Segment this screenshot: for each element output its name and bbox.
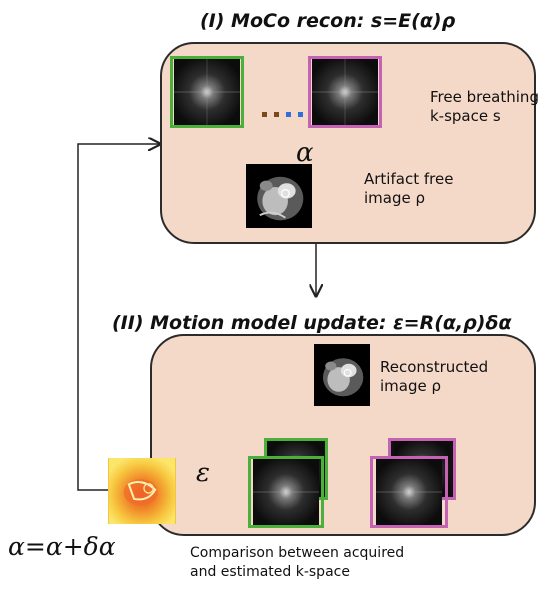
kspace-icon bbox=[174, 59, 240, 125]
image-label-line2: image ρ bbox=[364, 189, 426, 207]
reconstructed-image bbox=[314, 344, 370, 406]
feedback-loop-arrow bbox=[77, 144, 160, 491]
comparison-label: Comparison between acquired and estimate… bbox=[190, 544, 404, 582]
alpha-symbol: α bbox=[296, 138, 314, 168]
kspace-label-line1: Free breathing bbox=[430, 88, 539, 106]
mri-heart-icon bbox=[314, 347, 370, 403]
recon-label-line1: Reconstructed bbox=[380, 358, 489, 376]
artifact-free-image bbox=[246, 164, 312, 228]
image-label: Artifact free image ρ bbox=[364, 170, 453, 208]
comparison-line1: Comparison between acquired bbox=[190, 545, 405, 561]
stage2-title: (II) Motion model update: ε=R(α,ρ)δα bbox=[112, 312, 512, 334]
motion-field-map bbox=[108, 458, 176, 524]
recon-label-line2: image ρ bbox=[380, 377, 442, 395]
update-equation: α=α+δα bbox=[8, 532, 116, 561]
kspace-icon bbox=[376, 459, 442, 525]
comparison-line2: and estimated k-space bbox=[190, 564, 350, 580]
kspace-label: Free breathing k-space s bbox=[430, 88, 539, 126]
mri-heart-icon bbox=[247, 164, 311, 228]
kspace-icon bbox=[312, 59, 378, 125]
kspace-image-green bbox=[170, 56, 244, 128]
recon-label: Reconstructed image ρ bbox=[380, 358, 488, 396]
image-label-line1: Artifact free bbox=[364, 170, 454, 188]
motion-field-map-icon bbox=[109, 458, 175, 524]
kspace-image-pink bbox=[308, 56, 382, 128]
stage1-title: (I) MoCo recon: s=E(α)ρ bbox=[200, 10, 456, 32]
kspace-icon bbox=[253, 459, 319, 525]
epsilon-symbol: ε bbox=[196, 458, 210, 488]
kspace-label-line2: k-space s bbox=[430, 107, 501, 125]
estimated-kspace-front bbox=[370, 456, 448, 528]
ellipsis-dots bbox=[262, 102, 310, 121]
acquired-kspace-front bbox=[248, 456, 324, 528]
